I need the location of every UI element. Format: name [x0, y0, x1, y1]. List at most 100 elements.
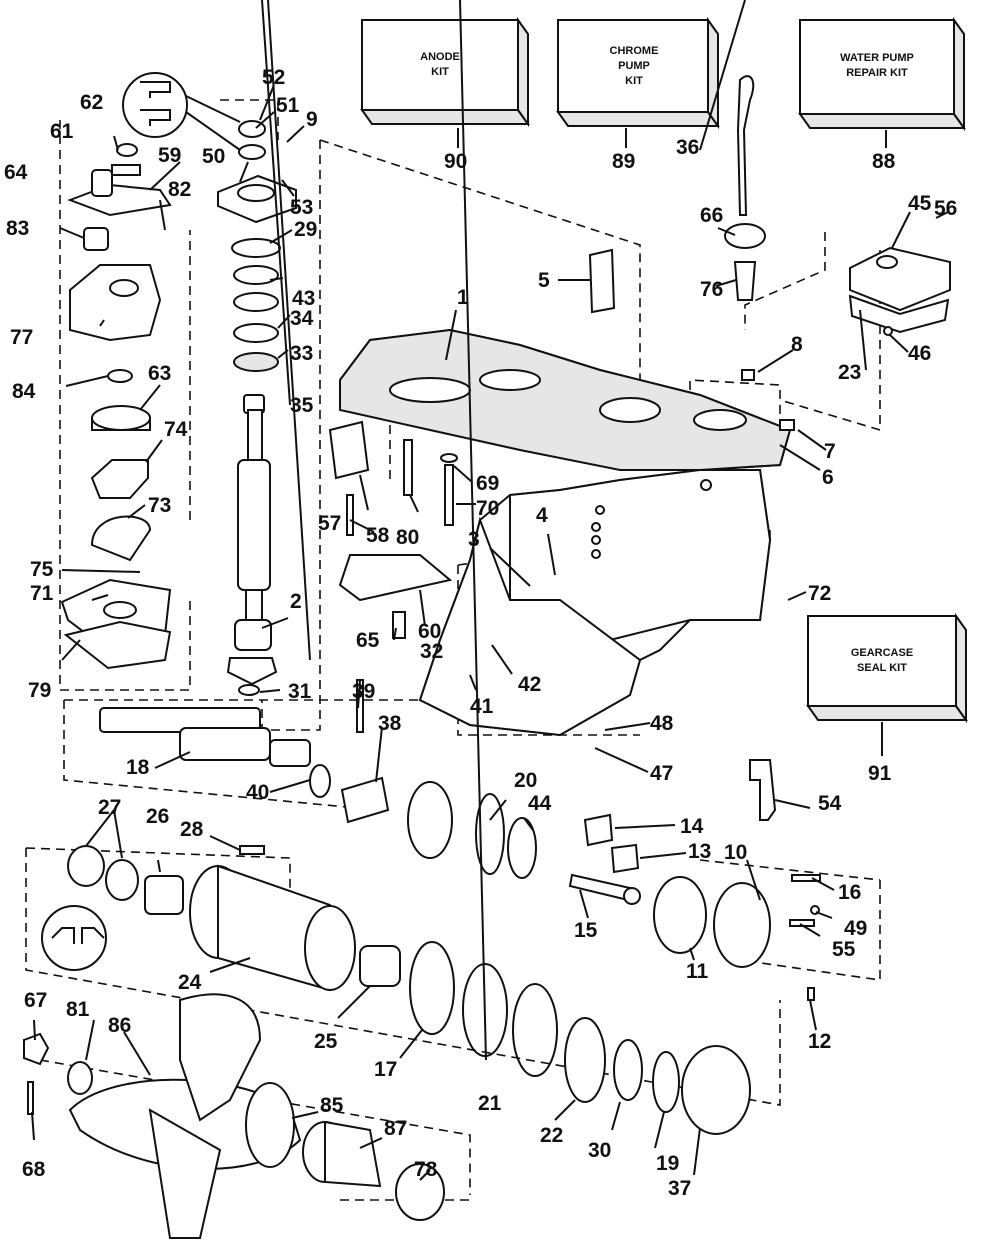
callout-77: 77 [10, 326, 33, 349]
callout-46: 46 [908, 342, 931, 365]
callout-numbers: 1 2 3 4 5 6 7 8 9 10 11 12 13 14 15 16 1… [4, 66, 957, 1200]
callout-40: 40 [246, 781, 269, 804]
clutch-and-shift-parts[interactable] [568, 759, 821, 1001]
kit-number-91: 91 [868, 762, 892, 785]
callout-62: 62 [80, 91, 103, 114]
anode-kit-label-line2: KIT [431, 66, 449, 78]
callout-18: 18 [126, 756, 150, 779]
callout-43: 43 [292, 287, 315, 310]
callout-64: 64 [4, 161, 28, 184]
callout-65: 65 [356, 629, 380, 652]
callout-58: 58 [366, 524, 390, 547]
water-pump-kit-label-line1: WATER PUMP [840, 52, 914, 64]
callout-56: 56 [934, 197, 957, 220]
callout-16: 16 [838, 881, 861, 904]
callout-74: 74 [164, 418, 188, 441]
callout-69: 69 [476, 472, 499, 495]
callout-57: 57 [318, 512, 341, 535]
callout-47: 47 [650, 762, 673, 785]
callout-81: 81 [66, 998, 90, 1021]
callout-13: 13 [688, 840, 711, 863]
callout-66: 66 [700, 204, 723, 227]
callout-55: 55 [832, 938, 856, 961]
callout-61: 61 [50, 120, 74, 143]
callout-78: 78 [414, 1158, 438, 1181]
anode-kit-label-line1: ANODE [420, 51, 460, 63]
callout-33: 33 [290, 342, 313, 365]
leader-lines [31, 0, 949, 1181]
chrome-pump-kit-label-line3: KIT [625, 75, 643, 87]
callout-84: 84 [12, 380, 36, 403]
anode-kit-box[interactable]: ANODE KIT [360, 16, 530, 128]
rings-and-forward-gear[interactable] [409, 941, 751, 1135]
chrome-pump-kit-label-line2: PUMP [618, 60, 650, 72]
callout-63: 63 [148, 362, 171, 385]
callout-75: 75 [30, 558, 54, 581]
callout-32: 32 [420, 640, 443, 663]
callout-50: 50 [202, 145, 225, 168]
chrome-pump-kit-label-line1: CHROME [610, 45, 659, 57]
callout-4: 4 [536, 504, 548, 527]
callout-34: 34 [290, 307, 314, 330]
callout-7: 7 [824, 440, 836, 463]
kit-number-90: 90 [444, 150, 467, 173]
callout-86: 86 [108, 1014, 131, 1037]
callout-28: 28 [180, 818, 204, 841]
callout-44: 44 [528, 792, 552, 815]
kit-number-89: 89 [612, 150, 635, 173]
pump-parts-left [60, 143, 172, 670]
gearcase-kit-label-line2: SEAL KIT [857, 662, 907, 674]
propeller[interactable] [23, 993, 445, 1239]
callout-20: 20 [514, 769, 537, 792]
callout-30: 30 [588, 1139, 611, 1162]
chrome-pump-kit-box[interactable]: CHROME PUMP KIT [556, 16, 720, 130]
bearing-carrier-assembly[interactable] [41, 845, 401, 992]
gearcase-housing[interactable] [339, 328, 792, 737]
callout-83: 83 [6, 217, 29, 240]
callout-2: 2 [290, 590, 302, 613]
shift-and-cover-parts[interactable] [724, 75, 951, 431]
propeller-shaft-assembly[interactable] [99, 679, 537, 879]
callout-48: 48 [650, 712, 674, 735]
callout-26: 26 [146, 805, 169, 828]
callout-52: 52 [262, 66, 285, 89]
callout-45: 45 [908, 192, 932, 215]
callout-38: 38 [378, 712, 402, 735]
callout-70: 70 [476, 497, 499, 520]
gearcase-kit-label-line1: GEARCASE [851, 647, 913, 659]
driveshaft-assembly[interactable] [217, 120, 297, 696]
callout-6: 6 [822, 466, 834, 489]
callout-23: 23 [838, 361, 861, 384]
callout-80: 80 [396, 526, 419, 549]
water-pump-repair-kit-box[interactable]: WATER PUMP REPAIR KIT [798, 16, 966, 132]
callout-87: 87 [384, 1117, 407, 1140]
callout-60: 60 [418, 620, 441, 643]
callout-67: 67 [24, 989, 47, 1012]
callout-19: 19 [656, 1152, 679, 1175]
callout-3: 3 [468, 528, 480, 551]
callout-79: 79 [28, 679, 51, 702]
callout-39: 39 [352, 680, 375, 703]
callout-36: 36 [676, 136, 699, 159]
callout-73: 73 [148, 494, 171, 517]
callout-68: 68 [22, 1158, 46, 1181]
callout-9: 9 [306, 108, 318, 131]
callout-72: 72 [808, 582, 831, 605]
callout-82: 82 [168, 178, 191, 201]
callout-8: 8 [791, 333, 803, 356]
callout-51: 51 [276, 94, 300, 117]
anode-and-trim-tab[interactable] [328, 248, 616, 639]
kit-number-88: 88 [872, 150, 896, 173]
callout-21: 21 [478, 1092, 502, 1115]
callout-11: 11 [686, 960, 709, 983]
callout-49: 49 [844, 917, 867, 940]
callout-25: 25 [314, 1030, 338, 1053]
callout-12: 12 [808, 1030, 831, 1053]
callout-35: 35 [290, 394, 314, 417]
gearcase-seal-kit-box[interactable]: GEARCASE SEAL KIT [806, 612, 968, 724]
callout-1: 1 [457, 286, 469, 309]
callout-53: 53 [290, 196, 313, 219]
callout-41: 41 [470, 695, 494, 718]
callout-22: 22 [540, 1124, 563, 1147]
